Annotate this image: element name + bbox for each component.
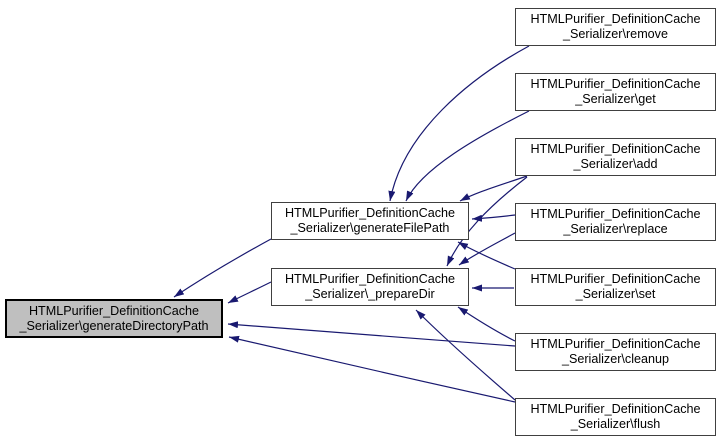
- node-label-line2: _Serializer\generateDirectoryPath: [19, 318, 209, 333]
- node-label-line1: HTMLPurifier_DefinitionCache: [530, 272, 701, 287]
- node-label-line2: _Serializer\replace: [563, 222, 668, 236]
- call-edge-cleanup-to-prepareDir: [457, 306, 516, 342]
- node-label-line1: HTMLPurifier_DefinitionCache: [284, 206, 456, 221]
- node-label-line2: _Serializer\generateFilePath: [290, 221, 450, 235]
- graph-node-add[interactable]: HTMLPurifier_DefinitionCache_Serializer\…: [515, 138, 716, 176]
- node-label-line2: _Serializer\_prepareDir: [305, 287, 435, 301]
- graph-node-cleanup[interactable]: HTMLPurifier_DefinitionCache_Serializer\…: [515, 333, 716, 371]
- call-edge-replace-to-generateFilePath: [471, 214, 516, 222]
- call-edge-set-to-generateFilePath: [457, 241, 516, 270]
- call-edge-add-to-prepareDir: [446, 176, 528, 267]
- call-edge-generateFilePath-to-generateDirectoryPath: [173, 238, 272, 298]
- node-label-line1: HTMLPurifier_DefinitionCache: [530, 337, 701, 352]
- node-label-line2: _Serializer\flush: [570, 417, 661, 431]
- graph-node-set[interactable]: HTMLPurifier_DefinitionCache_Serializer\…: [515, 268, 716, 306]
- graph-node-prepareDir[interactable]: HTMLPurifier_DefinitionCache_Serializer\…: [271, 268, 469, 306]
- node-label-line1: HTMLPurifier_DefinitionCache: [530, 142, 701, 157]
- node-label-line1: HTMLPurifier_DefinitionCache: [28, 303, 200, 318]
- node-label-line2: _Serializer\get: [575, 92, 656, 106]
- node-label-line2: _Serializer\set: [575, 287, 656, 301]
- node-label-line1: HTMLPurifier_DefinitionCache: [530, 402, 701, 417]
- node-label-line2: _Serializer\remove: [563, 27, 668, 41]
- graph-node-replace[interactable]: HTMLPurifier_DefinitionCache_Serializer\…: [515, 203, 716, 241]
- node-label-line1: HTMLPurifier_DefinitionCache: [530, 12, 701, 27]
- call-edge-replace-to-prepareDir: [458, 232, 516, 266]
- call-edge-prepareDir-to-generateDirectoryPath: [227, 281, 272, 304]
- graph-node-flush[interactable]: HTMLPurifier_DefinitionCache_Serializer\…: [515, 398, 716, 436]
- call-edge-flush-to-generateDirectoryPath: [228, 335, 516, 403]
- call-edge-get-to-generateFilePath: [405, 110, 530, 202]
- node-label-line2: _Serializer\add: [573, 157, 658, 171]
- graph-node-remove[interactable]: HTMLPurifier_DefinitionCache_Serializer\…: [515, 8, 716, 46]
- graph-node-generateDirectoryPath: HTMLPurifier_DefinitionCache_Serializer\…: [5, 299, 223, 338]
- node-label-line1: HTMLPurifier_DefinitionCache: [284, 272, 456, 287]
- graph-node-get[interactable]: HTMLPurifier_DefinitionCache_Serializer\…: [515, 73, 716, 111]
- edge-group: [173, 45, 530, 403]
- node-label-line1: HTMLPurifier_DefinitionCache: [530, 207, 701, 222]
- node-label-line2: _Serializer\cleanup: [561, 352, 670, 366]
- call-edge-add-to-generateFilePath: [459, 175, 528, 202]
- node-label-line1: HTMLPurifier_DefinitionCache: [530, 77, 701, 92]
- call-edge-flush-to-prepareDir: [415, 309, 516, 401]
- call-edge-cleanup-to-generateDirectoryPath: [227, 321, 516, 347]
- graph-node-generateFilePath[interactable]: HTMLPurifier_DefinitionCache_Serializer\…: [271, 202, 469, 240]
- call-edge-remove-to-generateFilePath: [388, 45, 530, 202]
